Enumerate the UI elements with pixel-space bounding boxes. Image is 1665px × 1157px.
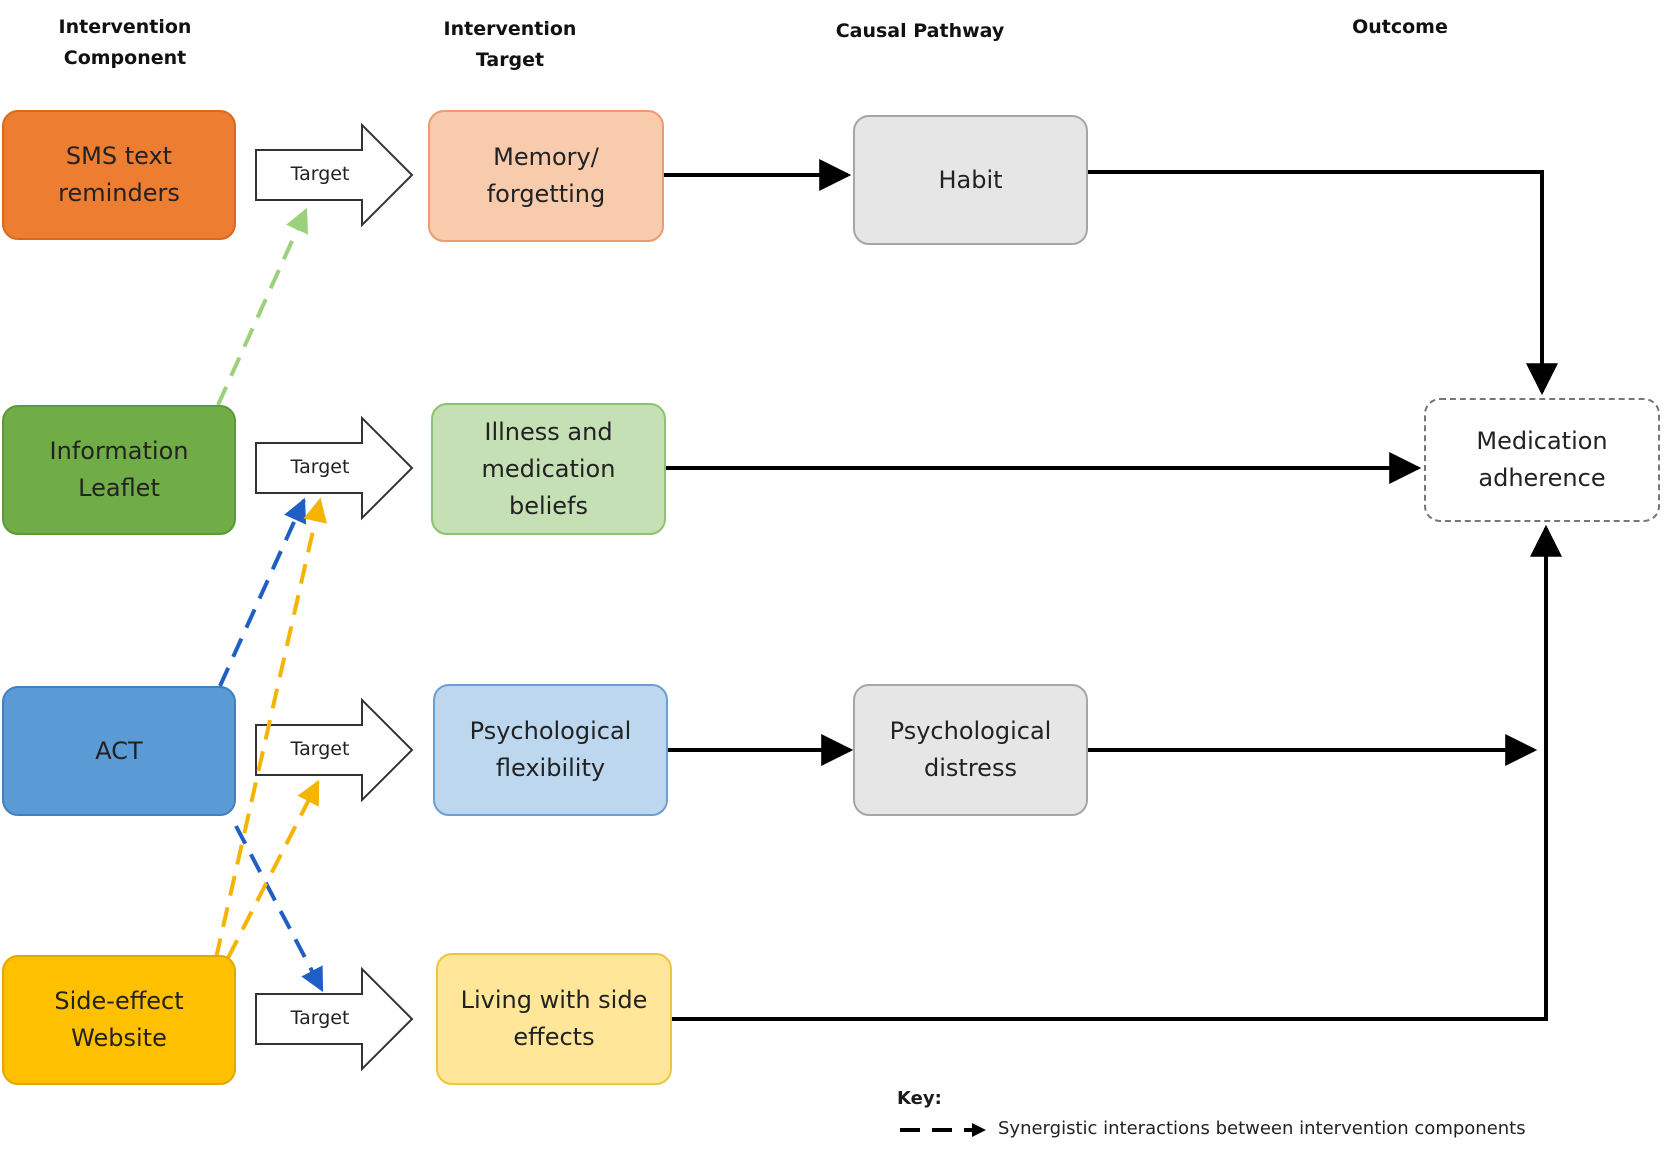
component-sms-text-reminders: SMS text reminders (2, 110, 236, 240)
component-side-effect-website: Side-effect Website (2, 955, 236, 1085)
target-living-with-side-effects: Living with side effects (436, 953, 672, 1085)
dashed-act-to-leaflet-target (218, 497, 307, 687)
pathway-habit: Habit (853, 115, 1088, 245)
arrow-habit-to-adherence (1088, 170, 1558, 396)
outcome-label: Medication adherence (1476, 427, 1608, 492)
header-causal-pathway: Causal Pathway (835, 20, 1005, 42)
target-arrow-label-3: Target (290, 738, 350, 760)
component-act: ACT (2, 686, 236, 816)
target-memory-forgetting: Memory/ forgetting (428, 110, 664, 242)
target-arrow-shapes (255, 122, 414, 1072)
arrow-sideeffects-to-adherence (672, 524, 1562, 1021)
component-information-leaflet: Information Leaflet (2, 405, 236, 535)
dashed-leaflet-to-sms-target (216, 207, 309, 406)
target-arrow-label-2: Target (290, 456, 350, 478)
header-intervention-target: Intervention Target (443, 18, 577, 71)
target-arrow-2 (255, 415, 414, 521)
outcome-medication-adherence: Medication adherence (1424, 398, 1660, 522)
component-label: SMS text reminders (58, 142, 180, 207)
key-sample-line (900, 1123, 986, 1137)
dashed-act-to-website-target (234, 825, 324, 993)
target-label: Psychological flexibility (469, 717, 632, 782)
target-arrow-label-1: Target (290, 163, 350, 185)
dashed-website-to-act-target (226, 779, 320, 959)
pathway-label: Habit (938, 165, 1003, 194)
target-illness-medication-beliefs: Illness and medication beliefs (431, 403, 666, 535)
component-label: Information Leaflet (49, 437, 189, 502)
target-arrow-1 (255, 122, 414, 228)
component-label: ACT (95, 736, 143, 765)
target-arrow-3 (255, 697, 414, 803)
header-outcome: Outcome (1352, 16, 1448, 38)
target-psychological-flexibility: Psychological flexibility (433, 684, 668, 816)
header-intervention-component: Intervention Component (58, 16, 192, 69)
target-arrow-4 (255, 966, 414, 1072)
key-title: Key: (897, 1088, 942, 1109)
pathway-psychological-distress: Psychological distress (853, 684, 1088, 816)
key-description: Synergistic interactions between interve… (998, 1118, 1526, 1139)
target-arrow-label-4: Target (290, 1007, 350, 1029)
dashed-website-to-leaflet-target (214, 497, 327, 959)
target-label: Living with side effects (460, 986, 648, 1051)
target-label: Memory/ forgetting (486, 143, 606, 208)
pathway-label: Psychological distress (889, 717, 1052, 782)
target-label: Illness and medication beliefs (481, 417, 616, 520)
component-label: Side-effect Website (54, 987, 184, 1052)
